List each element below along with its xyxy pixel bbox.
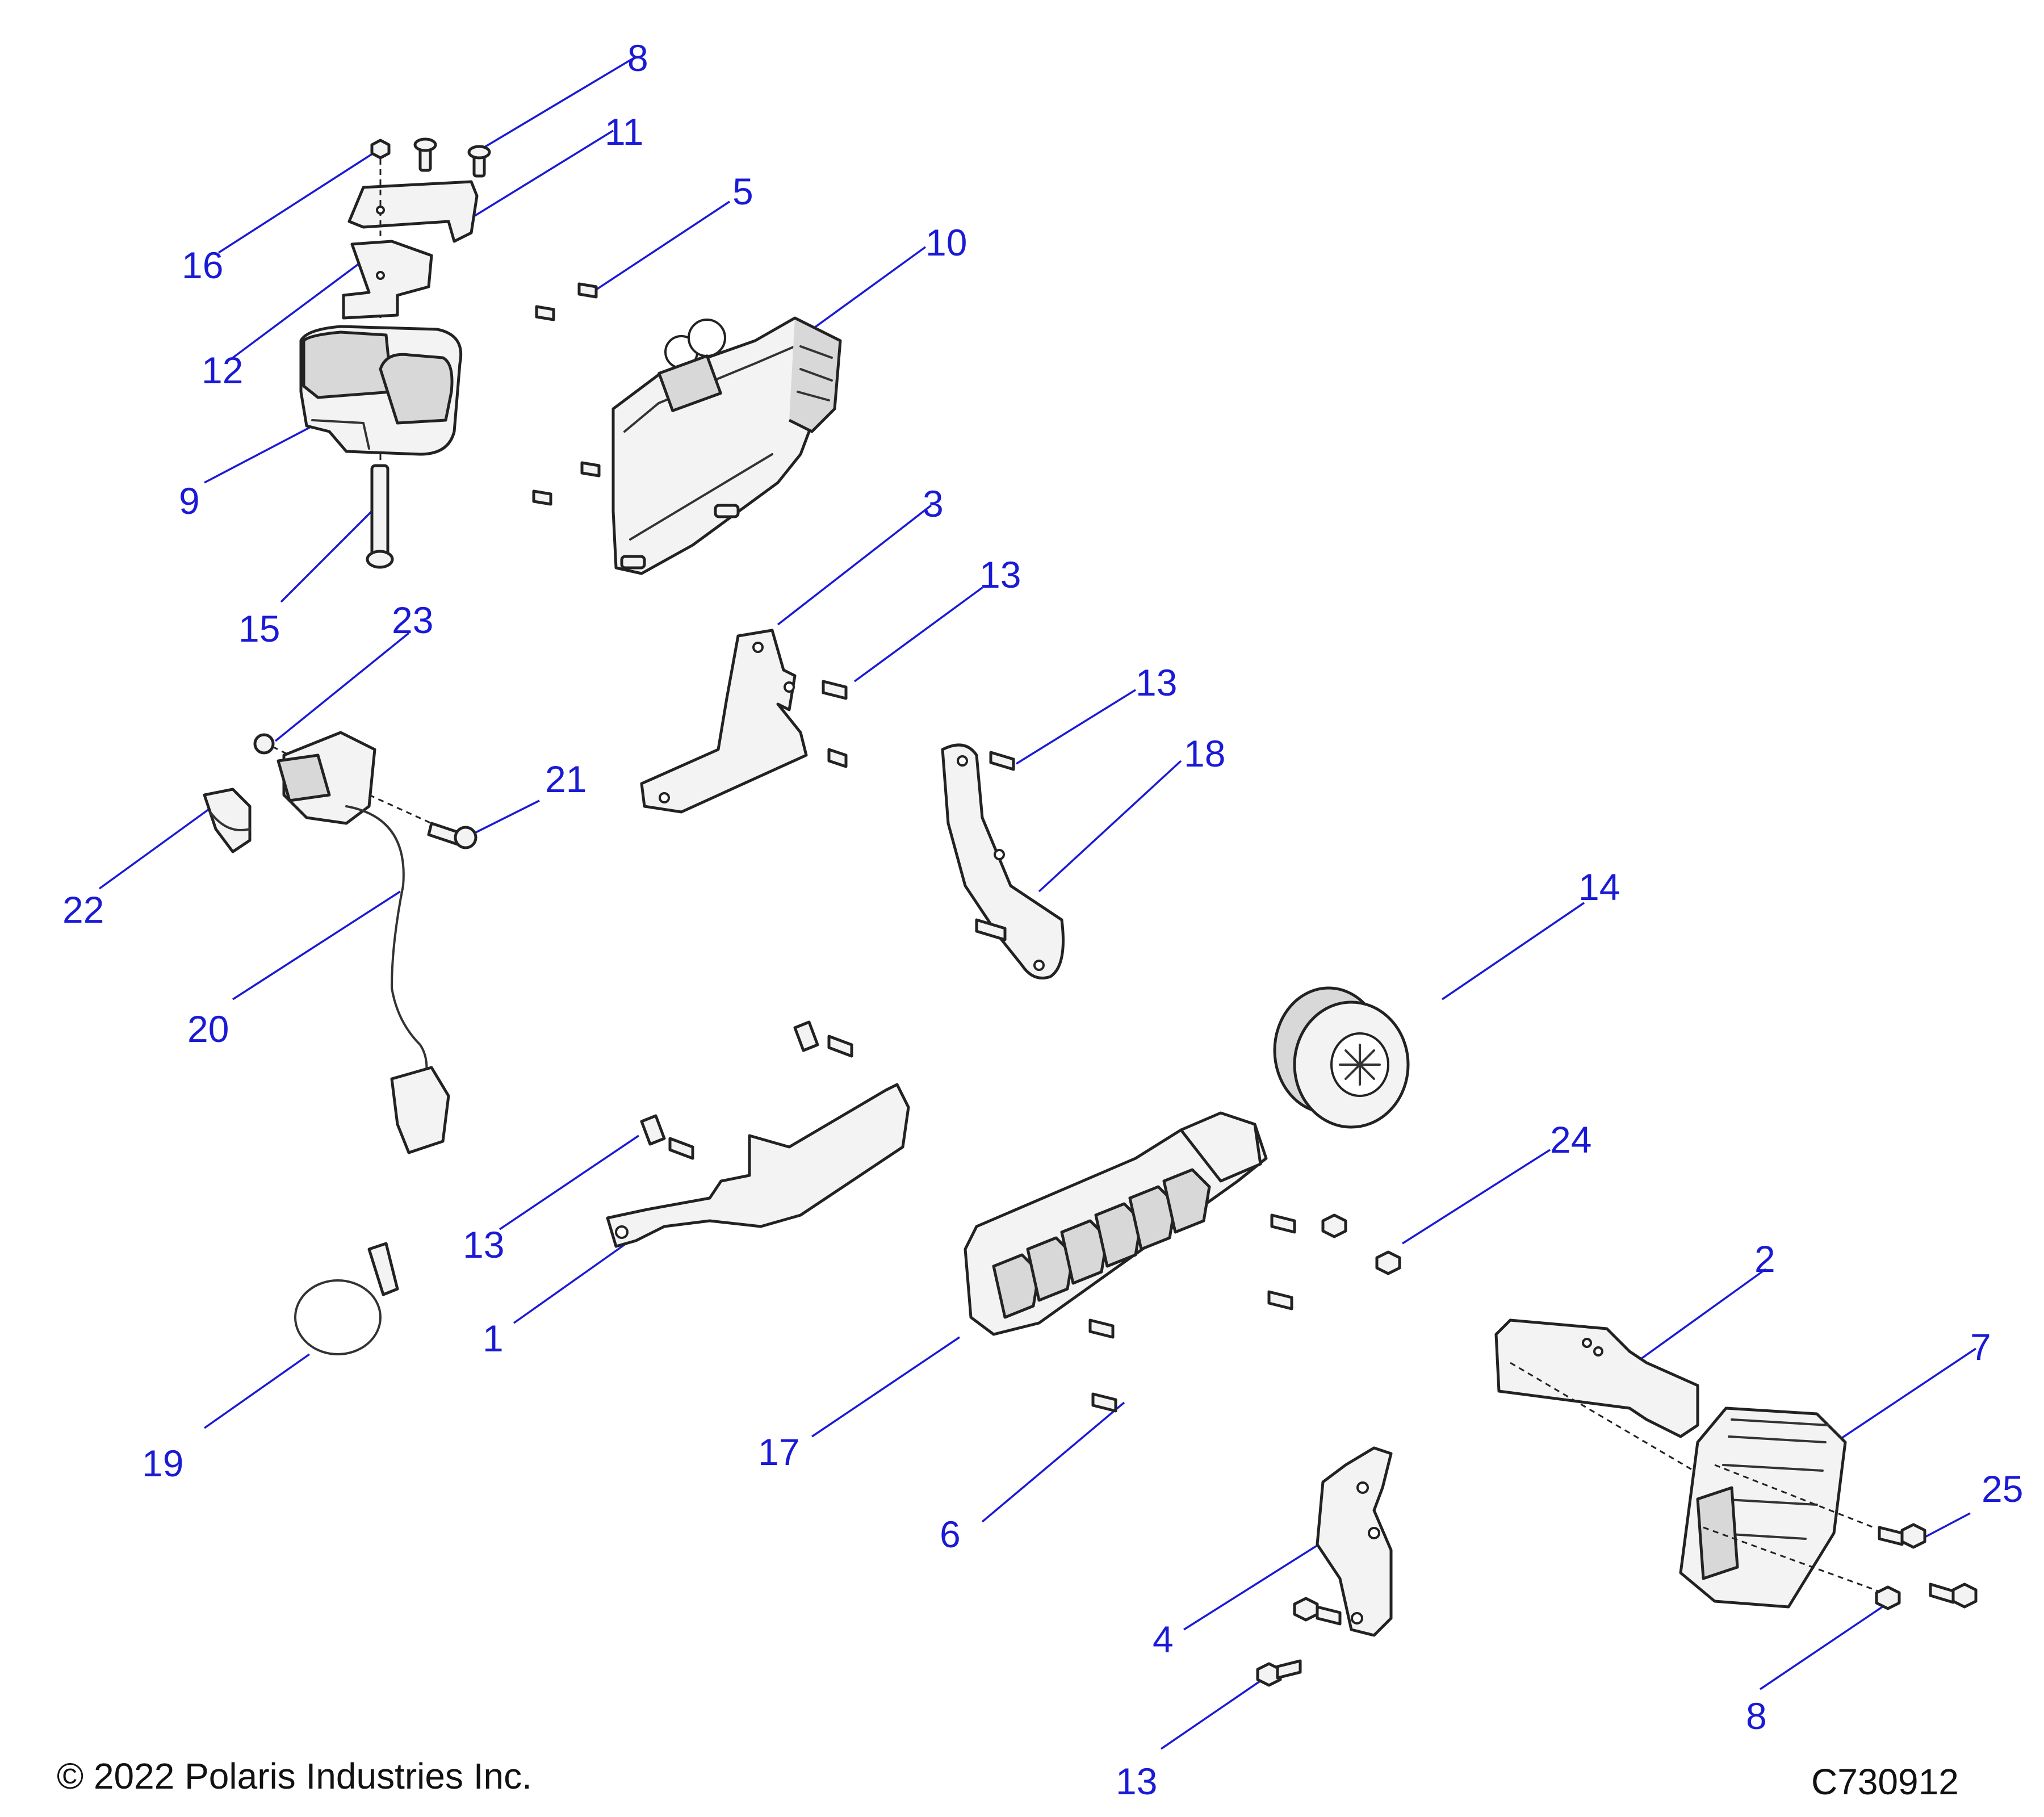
callout-17: 17: [758, 1431, 799, 1473]
callout-3: 3: [923, 483, 944, 525]
callout-labels: 8 11 16 12 9 15 5 10 3 13 13 18 23 21 22…: [62, 37, 2023, 1802]
coil-spacer: [342, 240, 433, 320]
sensor-harness: [203, 731, 478, 1154]
callout-7: 7: [1970, 1326, 1991, 1368]
ignition-coil-assembly: [299, 137, 491, 569]
cable-tie: [294, 1242, 399, 1355]
callout-5: 5: [732, 170, 753, 212]
callout-8: 8: [627, 37, 648, 79]
top-bolts: [370, 137, 491, 178]
callout-10: 10: [925, 221, 967, 263]
callout-12: 12: [202, 349, 243, 391]
coil-bracket: [347, 180, 479, 243]
callout-18: 18: [1184, 732, 1225, 774]
callout-24: 24: [1550, 1119, 1591, 1161]
callout-19: 19: [142, 1442, 183, 1484]
ignition-coil: [299, 325, 463, 456]
callout-2: 2: [1754, 1238, 1775, 1280]
grommet: [1273, 986, 1410, 1129]
bracket-2: [1494, 1318, 1704, 1477]
callout-9: 9: [179, 480, 200, 522]
callout-11: 11: [605, 111, 644, 153]
callout-23: 23: [392, 599, 433, 641]
bracket-18: [941, 743, 1065, 979]
bracket-4: [1256, 1446, 1393, 1687]
bracket-1: [606, 1020, 910, 1248]
callout-6: 6: [940, 1513, 961, 1555]
callout-16: 16: [182, 244, 223, 286]
callout-13-c: 13: [463, 1224, 504, 1266]
callout-20: 20: [187, 1008, 229, 1050]
callout-4: 4: [1153, 1618, 1174, 1660]
voltage-regulator: [1679, 1406, 1891, 1609]
drawing-number: C730912: [1811, 1761, 1959, 1802]
bracket-3: [640, 629, 848, 814]
callout-21: 21: [545, 758, 587, 800]
leader-lines: [98, 56, 1976, 1750]
callout-13-b: 13: [1136, 662, 1177, 704]
callout-15: 15: [238, 608, 280, 650]
ecu-module: [532, 282, 842, 575]
callout-13-a: 13: [979, 554, 1021, 596]
callout-22: 22: [62, 889, 104, 931]
callout-13-d: 13: [1116, 1760, 1157, 1802]
callout-25: 25: [1982, 1468, 2023, 1510]
callout-14: 14: [1578, 866, 1620, 908]
coil-long-bolt: [366, 454, 394, 569]
callout-1: 1: [483, 1317, 504, 1359]
callout-8-b: 8: [1746, 1695, 1767, 1737]
regulator-bolts: [1875, 1523, 1978, 1610]
relay-fuse-box: [964, 1111, 1401, 1413]
copyright-text: © 2022 Polaris Industries Inc.: [57, 1756, 532, 1797]
